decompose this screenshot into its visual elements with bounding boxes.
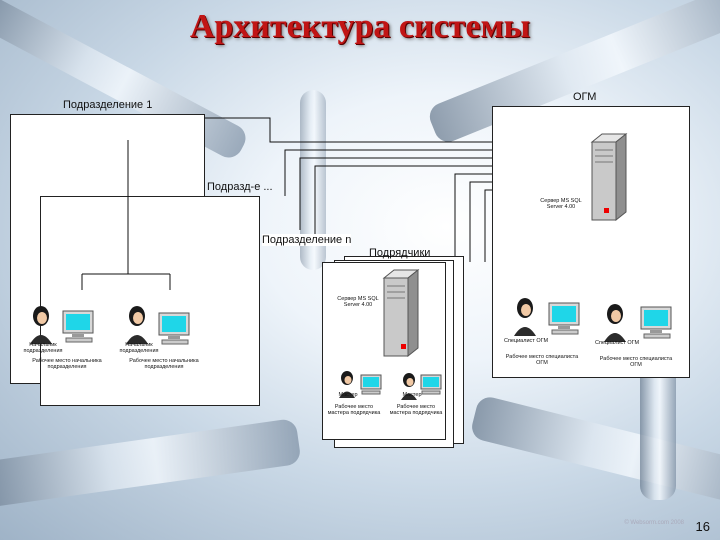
- panel-title: Подрядчики: [369, 247, 431, 259]
- server-icon: [382, 268, 420, 361]
- server-icon: [590, 132, 628, 225]
- computer-icon: [548, 302, 582, 336]
- panel-title: Подразделение 1: [63, 99, 153, 111]
- workstation-role-label: Специалист ОГМ: [503, 338, 549, 344]
- panel-title: Подразд-е ...: [207, 181, 273, 193]
- computer-icon: [158, 312, 192, 346]
- server-label: Сервер MS SQL Server 4.00: [337, 296, 379, 308]
- workstation-desc-label: Рабочее место начальника подразделения: [32, 358, 102, 370]
- workstation-role-label: Начальник подразделения: [119, 342, 159, 354]
- workstation-desc-label: Рабочее место мастера подрядчика: [389, 404, 443, 416]
- panel-title: Подразделение n: [262, 234, 352, 246]
- panel-title: ОГМ: [573, 91, 597, 103]
- division-1-tree: [81, 140, 171, 290]
- person-icon: [400, 372, 418, 400]
- person-icon: [338, 370, 356, 398]
- panel-division-e: Подразд-е ...: [40, 181, 273, 406]
- workstation-role-label: Начальник подразделения: [23, 342, 63, 354]
- person-icon: [602, 302, 628, 342]
- workstation-desc-label: Рабочее место мастера подрядчика: [327, 404, 381, 416]
- computer-icon: [420, 374, 442, 396]
- page-number: 16: [695, 519, 710, 534]
- workstation-desc-label: Рабочее место специалиста ОГМ: [505, 354, 579, 366]
- server-label: Сервер MS SQL Server 4.00: [540, 198, 582, 210]
- watermark: © Websorm.com 2008: [624, 520, 684, 526]
- workstation-desc-label: Рабочее место специалиста ОГМ: [599, 356, 673, 368]
- computer-icon: [640, 306, 674, 340]
- computer-icon: [360, 374, 382, 396]
- person-icon: [512, 296, 538, 336]
- person-icon: [28, 304, 54, 344]
- person-icon: [124, 304, 150, 344]
- slide-title: Архитектура системы: [189, 8, 531, 45]
- workstation-role-label: Мастер: [402, 392, 422, 398]
- panel-division-n: Подразделение n: [60, 234, 360, 446]
- computer-icon: [62, 310, 96, 344]
- workstation-role-label: Мастер: [338, 392, 358, 398]
- workstation-role-label: Специалист ОГМ: [594, 340, 640, 346]
- workstation-desc-label: Рабочее место начальника подразделения: [129, 358, 199, 370]
